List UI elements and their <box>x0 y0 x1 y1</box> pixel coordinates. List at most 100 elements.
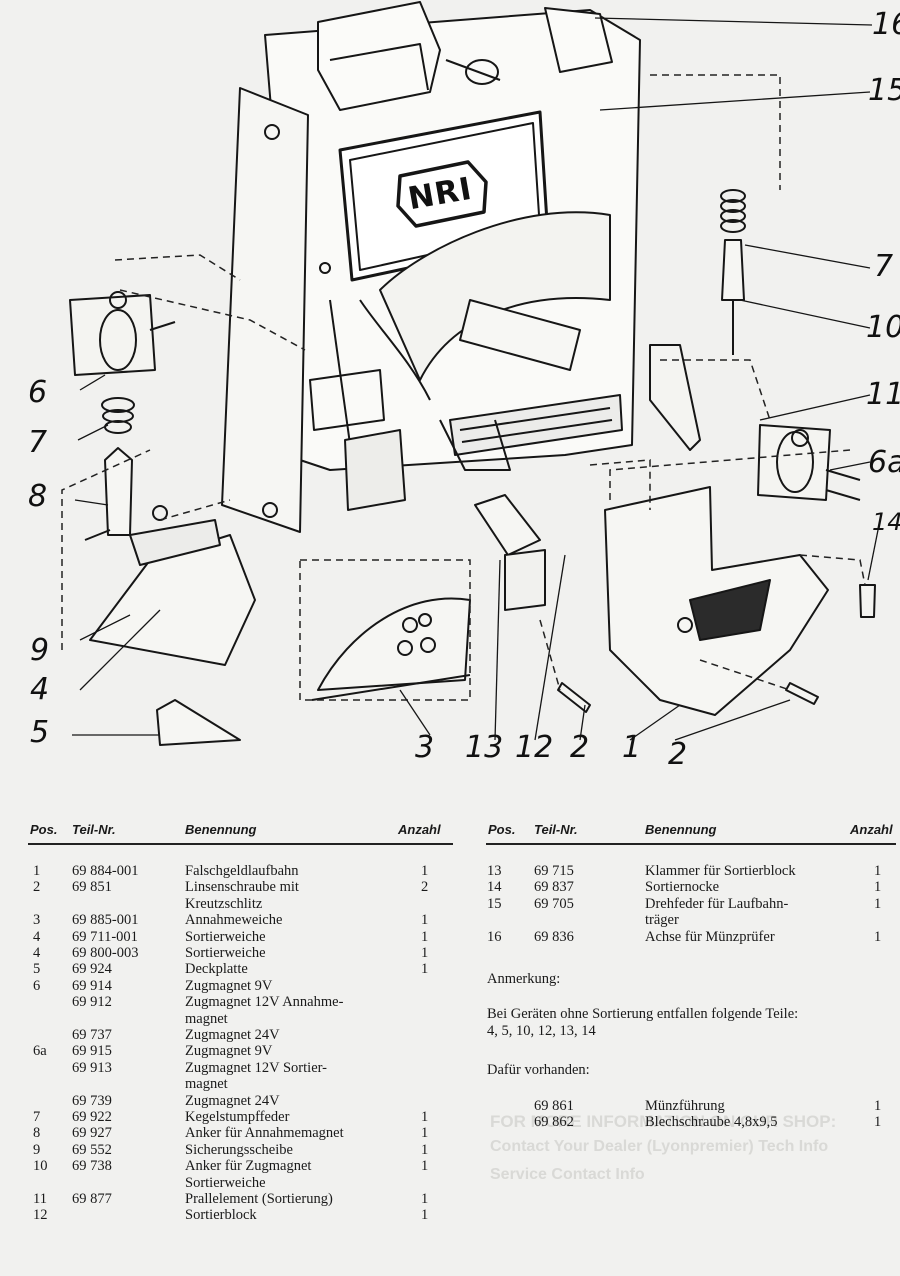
cell-name: Zugmagnet 9V <box>185 977 273 994</box>
coin-track-arc <box>379 211 611 381</box>
cell-name: Sortierweiche <box>185 945 266 961</box>
cell-part: 69 715 <box>534 863 574 879</box>
callout-8: 8 <box>28 479 48 514</box>
note-text-1: Bei Geräten ohne Sortierung entfallen fo… <box>487 1006 799 1022</box>
cell-name: Drehfeder für Laufbahn- <box>645 895 789 912</box>
cell-qty: 1 <box>874 895 882 912</box>
header-quantity-right: Anzahl <box>850 822 893 837</box>
note-text-2: 4, 5, 10, 12, 13, 14 <box>487 1023 596 1039</box>
cell-qty: 1 <box>421 1125 429 1142</box>
cell-name: Prallelement (Sortierung) <box>185 1191 333 1207</box>
cell-pos: 6a <box>33 1043 47 1060</box>
cell-qty: 1 <box>874 928 882 945</box>
cell-qty: 1 <box>874 879 882 896</box>
available-title: Dafür vorhanden: <box>487 1062 590 1078</box>
exploded-parts-diagram <box>61 1 881 746</box>
cell-part: 69 861 <box>534 1098 574 1114</box>
cell-part: 69 800-003 <box>72 945 139 961</box>
cell-part: 69 738 <box>72 1158 112 1175</box>
cell-part: 69 705 <box>534 895 574 912</box>
cell-name: Sortiernocke <box>645 879 720 896</box>
callout-6a: 6a <box>868 445 900 480</box>
header-pos: Pos. <box>30 822 58 837</box>
cell-name: Sortierweiche <box>185 928 266 945</box>
callout-13: 13 <box>465 730 504 765</box>
callout-10: 10 <box>866 310 900 345</box>
cell-qty: 1 <box>421 1158 429 1175</box>
axle-assembly <box>544 7 613 73</box>
cell-name: Sortierweiche <box>185 1174 266 1191</box>
cell-name: Annahmeweiche <box>185 912 283 929</box>
callout-6: 6 <box>28 375 48 410</box>
cell-part: 69 851 <box>72 879 112 896</box>
cell-name: Deckplatte <box>185 961 248 978</box>
callout-11: 11 <box>866 377 900 412</box>
cell-name: Zugmagnet 24V <box>185 1092 280 1109</box>
cell-pos: 6 <box>33 977 41 994</box>
header-rule-right <box>486 843 896 845</box>
cell-pos: 12 <box>33 1207 48 1224</box>
cell-name: Kreutzschlitz <box>185 895 263 912</box>
watermark-line-1: FOR MORE INFORMATION ON OUR SHOP: <box>490 1112 837 1131</box>
note-title: Anmerkung: <box>487 971 561 987</box>
solenoid-6a <box>757 424 861 501</box>
cell-name: magnet <box>185 1076 228 1093</box>
callout-1: 1 <box>622 730 642 765</box>
cell-part: 69 711-001 <box>72 928 138 945</box>
cell-qty: 1 <box>421 1207 429 1224</box>
nri-logo-octagon <box>396 160 488 228</box>
screw-14 <box>859 584 876 618</box>
header-rule-left <box>28 843 453 845</box>
cell-name: Zugmagnet 9V <box>185 1043 273 1060</box>
housing-left-plate <box>221 87 309 533</box>
cell-pos: 2 <box>33 879 41 896</box>
cell-qty: 1 <box>421 945 429 961</box>
cell-pos: 5 <box>33 961 41 978</box>
cell-pos: 10 <box>33 1158 48 1175</box>
cell-name: Zugmagnet 24V <box>185 1027 280 1043</box>
header-part-number-right: Teil-Nr. <box>534 822 578 837</box>
cell-part: 69 927 <box>72 1125 112 1142</box>
cell-name: Falschgeldlaufbahn <box>185 863 299 879</box>
cell-part: 69 877 <box>72 1191 112 1207</box>
cell-pos: 13 <box>487 863 502 879</box>
callout-3: 3 <box>415 730 435 765</box>
cell-part: 69 884-001 <box>72 863 139 879</box>
cell-part: 69 922 <box>72 1109 112 1125</box>
watermark-line-2: Contact Your Dealer (Lyonpremier) Tech I… <box>490 1138 829 1155</box>
cell-qty: 1 <box>874 1114 882 1131</box>
cell-pos: 9 <box>33 1141 41 1158</box>
cover-plate-5 <box>156 699 241 746</box>
cell-pos: 4 <box>33 945 41 961</box>
cell-part: 69 862 <box>534 1114 574 1131</box>
cell-pos: 15 <box>487 895 502 912</box>
screw-2-left <box>557 682 591 713</box>
callout-2-left: 2 <box>570 730 590 765</box>
callout-5: 5 <box>30 715 50 750</box>
coin-entry-funnel <box>317 1 441 111</box>
cell-part: 69 739 <box>72 1092 112 1109</box>
cell-pos: 8 <box>33 1125 41 1142</box>
cell-qty: 1 <box>421 912 429 929</box>
clamp-13 <box>504 549 546 611</box>
cell-name: Münzführung <box>645 1098 725 1114</box>
cell-name: träger <box>645 912 679 929</box>
callout-7-left: 7 <box>28 425 48 460</box>
cell-qty: 1 <box>874 863 882 879</box>
sorting-cam <box>649 344 701 451</box>
header-quantity: Anzahl <box>398 822 441 837</box>
header-description-right: Benennung <box>645 822 717 837</box>
cell-name: Zugmagnet 12V Annahme- <box>185 994 344 1011</box>
cell-part: 69 836 <box>534 928 574 945</box>
cell-name: Anker für Annahmemagnet <box>185 1125 344 1142</box>
cell-part: 69 914 <box>72 977 112 994</box>
cell-pos: 16 <box>487 928 502 945</box>
callout-12: 12 <box>515 730 554 765</box>
callout-15: 15 <box>868 73 900 108</box>
cell-name: Zugmagnet 12V Sortier- <box>185 1059 327 1076</box>
cell-qty: 1 <box>421 928 429 945</box>
cell-pos: 7 <box>33 1109 41 1125</box>
cell-part: 69 913 <box>72 1059 112 1076</box>
solenoid-6 <box>69 291 176 376</box>
cell-pos: 11 <box>33 1191 47 1207</box>
